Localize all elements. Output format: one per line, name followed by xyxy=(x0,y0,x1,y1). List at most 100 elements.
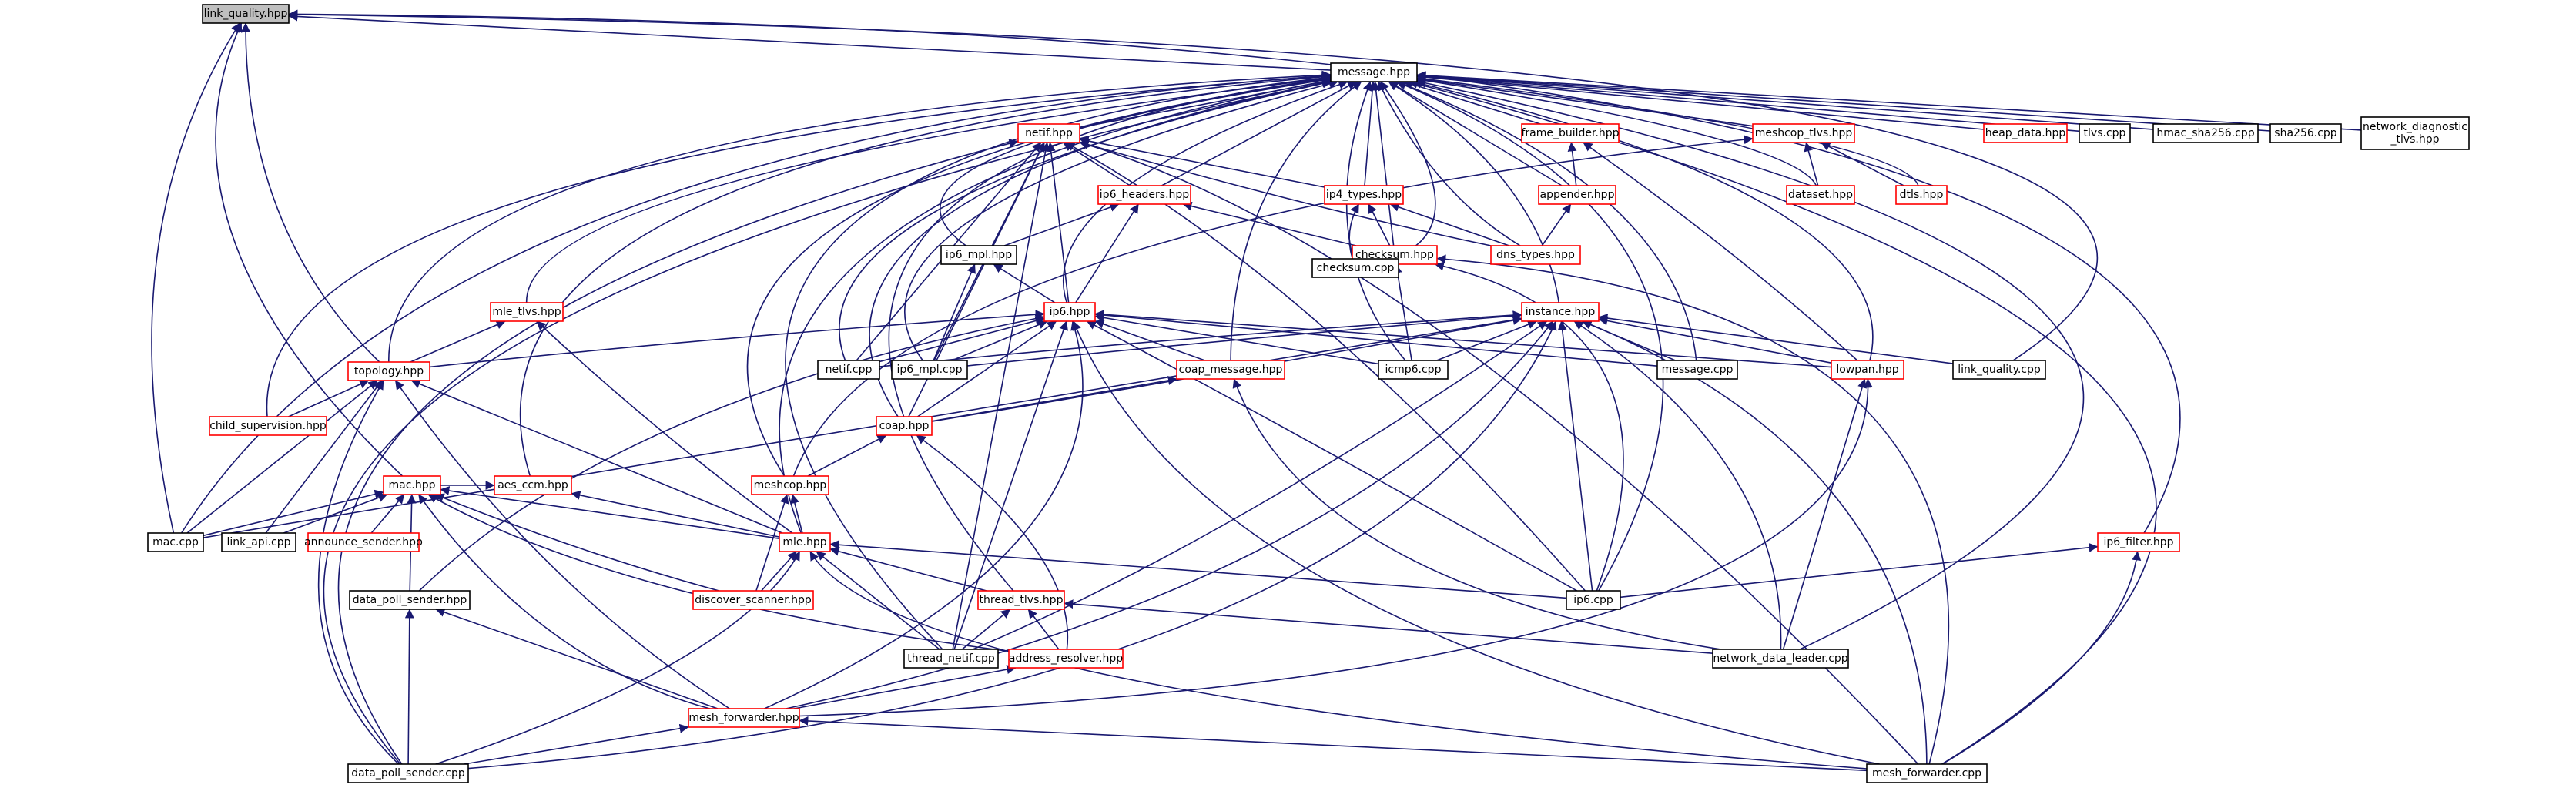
node-ip6-filter-hpp[interactable]: ip6_filter.hpp xyxy=(2097,532,2180,552)
node-network-data-leader-cpp[interactable]: network_data_leader.cpp xyxy=(1712,649,1849,669)
node-meshcop-tlvs-hpp[interactable]: meshcop_tlvs.hpp xyxy=(1752,123,1855,143)
node-dtls-hpp[interactable]: dtls.hpp xyxy=(1895,185,1948,205)
edge-meshcop-hpp-to-message-hpp xyxy=(746,75,1332,477)
node-label: network_data_leader.cpp xyxy=(1713,652,1847,665)
node-tlvs-cpp[interactable]: tlvs.cpp xyxy=(2079,123,2131,143)
node-label: data_poll_sender.hpp xyxy=(353,594,467,606)
node-topology-hpp[interactable]: topology.hpp xyxy=(347,361,430,381)
edge-link-api-cpp-to-mac-hpp xyxy=(283,493,388,534)
node-thread-tlvs-hpp[interactable]: thread_tlvs.hpp xyxy=(977,590,1065,610)
node-checksum-hpp[interactable]: checksum.hpp xyxy=(1352,245,1438,265)
node-label: coap.hpp xyxy=(879,420,930,432)
node-label: ip6_mpl.cpp xyxy=(896,364,962,376)
node-heap-data-hpp[interactable]: heap_data.hpp xyxy=(1983,123,2068,143)
node-coap-hpp[interactable]: coap.hpp xyxy=(876,416,933,436)
edge-thread-netif-cpp-to-message-hpp xyxy=(785,73,1332,650)
node-thread-netif-cpp[interactable]: thread_netif.cpp xyxy=(903,649,999,669)
node-icmp6-cpp[interactable]: icmp6.cpp xyxy=(1378,360,1449,380)
edge-data-poll-sender-cpp-to-data-poll-sender-hpp xyxy=(404,609,414,765)
node-announce-sender-hpp[interactable]: announce_sender.hpp xyxy=(304,532,423,552)
node-mac-hpp[interactable]: mac.hpp xyxy=(383,475,441,495)
node-box xyxy=(307,532,420,552)
node-sha256-cpp[interactable]: sha256.cpp xyxy=(2269,123,2342,143)
node-label: data_poll_sender.cpp xyxy=(351,767,465,780)
node-label: coap_message.hpp xyxy=(1179,364,1283,376)
edge-message-cpp-to-message-hpp xyxy=(1396,80,1697,361)
node-netif-hpp[interactable]: netif.hpp xyxy=(1017,123,1080,143)
edge-checksum-hpp-to-ip4-types-hpp xyxy=(1368,203,1391,246)
edge-coap-message-hpp-to-message-hpp xyxy=(1230,81,1362,361)
edge-thread-tlvs-hpp-to-message-hpp xyxy=(888,75,1332,592)
node-message-cpp[interactable]: message.cpp xyxy=(1656,360,1738,380)
edge-mle-hpp-to-mac-hpp xyxy=(440,486,780,539)
node-ip6-mpl-cpp[interactable]: ip6_mpl.cpp xyxy=(891,360,968,380)
edge-sha256-cpp-to-message-hpp xyxy=(1416,71,2271,132)
edge-mle-hpp-to-mle-tlvs-hpp xyxy=(536,320,793,534)
node-box xyxy=(1043,302,1096,322)
node-dataset-hpp[interactable]: dataset.hpp xyxy=(1786,185,1855,205)
node-frame-builder-hpp[interactable]: frame_builder.hpp xyxy=(1521,123,1620,143)
node-link-api-cpp[interactable]: link_api.cpp xyxy=(221,532,296,552)
node-coap-message-hpp[interactable]: coap_message.hpp xyxy=(1176,360,1285,380)
node-ip6-mpl-hpp[interactable]: ip6_mpl.hpp xyxy=(940,245,1017,265)
node-label: dns_types.hpp xyxy=(1496,249,1575,261)
node-label: child_supervision.hpp xyxy=(209,420,327,432)
node-hmac-sha256-cpp[interactable]: hmac_sha256.cpp xyxy=(2152,123,2259,143)
node-meshcop-hpp[interactable]: meshcop.hpp xyxy=(751,475,829,495)
edge-mac-hpp-to-link-quality-hpp xyxy=(215,22,404,477)
node-mac-cpp[interactable]: mac.cpp xyxy=(147,532,204,552)
edge-ip6-hpp-to-ip6-mpl-hpp xyxy=(993,263,1056,303)
node-ip6-cpp[interactable]: ip6.cpp xyxy=(1566,590,1621,610)
node-label: instance.hpp xyxy=(1526,306,1596,318)
edge-thread-netif-cpp-to-thread-tlvs-hpp xyxy=(961,609,1011,650)
node-box xyxy=(147,532,204,552)
node-mesh-forwarder-hpp[interactable]: mesh_forwarder.hpp xyxy=(688,708,800,728)
edge-topology-hpp-to-ip6-hpp xyxy=(429,310,1045,368)
node-box xyxy=(1983,123,2068,143)
edge-topology-hpp-to-link-quality-hpp xyxy=(240,22,380,363)
edge-mesh-forwarder-cpp-to-netif-hpp xyxy=(1079,140,1919,765)
edge-announce-sender-hpp-to-mac-hpp xyxy=(370,494,405,534)
edge-link-quality-cpp-to-instance-hpp xyxy=(1598,314,1954,364)
node-checksum-cpp[interactable]: checksum.cpp xyxy=(1311,258,1399,278)
node-mesh-forwarder-cpp[interactable]: mesh_forwarder.cpp xyxy=(1866,763,1988,783)
node-data-poll-sender-hpp[interactable]: data_poll_sender.hpp xyxy=(349,590,471,610)
node-mle-tlvs-hpp[interactable]: mle_tlvs.hpp xyxy=(490,302,564,322)
node-data-poll-sender-cpp[interactable]: data_poll_sender.cpp xyxy=(347,763,469,783)
node-ip4-types-hpp[interactable]: ip4_types.hpp xyxy=(1324,185,1404,205)
edge-dns-types-hpp-to-ip4-types-hpp xyxy=(1389,203,1509,246)
node-label: checksum.hpp xyxy=(1355,249,1434,261)
node-ip6-headers-hpp[interactable]: ip6_headers.hpp xyxy=(1097,185,1191,205)
node-appender-hpp[interactable]: appender.hpp xyxy=(1538,185,1616,205)
node-label: _tlvs.hpp xyxy=(2390,133,2439,146)
edge-child-supervision-hpp-to-message-hpp xyxy=(266,71,1332,417)
edge-data-poll-sender-cpp-to-mesh-forwarder-hpp xyxy=(464,723,689,765)
node-label: sha256.cpp xyxy=(2274,127,2337,139)
edge-checksum-cpp-to-ip4-types-hpp xyxy=(1348,203,1360,260)
node-netif-cpp[interactable]: netif.cpp xyxy=(817,360,880,380)
node-dns-types-hpp[interactable]: dns_types.hpp xyxy=(1490,245,1581,265)
node-box xyxy=(1521,302,1600,322)
edge-mesh-forwarder-hpp-to-topology-hpp xyxy=(394,380,730,709)
node-discover-scanner-hpp[interactable]: discover_scanner.hpp xyxy=(692,590,814,610)
node-message-hpp[interactable]: message.hpp xyxy=(1330,62,1418,82)
node-network-diagnostic-tlvs-hpp[interactable]: network_diagnostic_tlvs.hpp xyxy=(2360,116,2470,150)
node-ip6-hpp[interactable]: ip6.hpp xyxy=(1043,302,1096,322)
node-link-quality-cpp[interactable]: link_quality.cpp xyxy=(1952,360,2046,380)
edge-ip6-mpl-cpp-to-instance-hpp xyxy=(966,311,1522,367)
node-child-supervision-hpp[interactable]: child_supervision.hpp xyxy=(209,416,327,436)
node-box xyxy=(1952,360,2046,380)
node-address-resolver-hpp[interactable]: address_resolver.hpp xyxy=(1008,649,1124,669)
node-link-quality-hpp[interactable]: link_quality.hpp xyxy=(202,4,290,24)
node-instance-hpp[interactable]: instance.hpp xyxy=(1521,302,1600,322)
edge-appender-hpp-to-message-hpp xyxy=(1388,81,1563,186)
edge-child-supervision-hpp-to-topology-hpp xyxy=(288,380,370,417)
node-mle-hpp[interactable]: mle.hpp xyxy=(779,532,831,552)
edge-lowpan-hpp-to-instance-hpp xyxy=(1598,316,1832,364)
edge-thread-netif-cpp-to-mle-hpp xyxy=(816,551,940,650)
node-lowpan-hpp[interactable]: lowpan.hpp xyxy=(1831,360,1904,380)
node-box xyxy=(751,475,829,495)
node-aes-ccm-hpp[interactable]: aes_ccm.hpp xyxy=(494,475,572,495)
node-box xyxy=(1378,360,1449,380)
